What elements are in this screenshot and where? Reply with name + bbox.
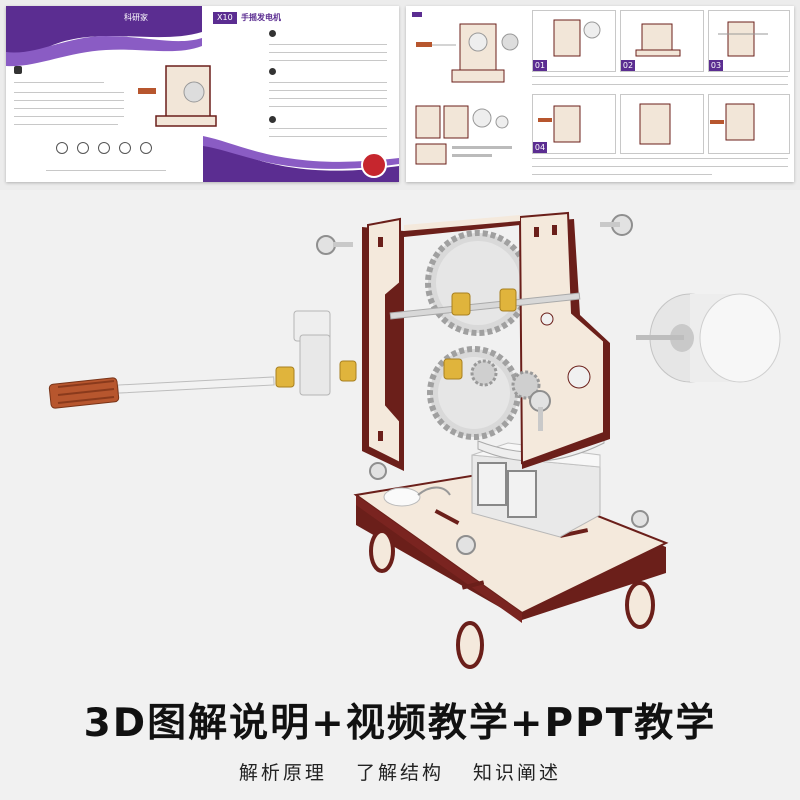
bushing (499, 288, 517, 312)
step-panel: 03 (708, 10, 790, 72)
bushing (339, 360, 357, 382)
bushing (443, 358, 463, 380)
sub-headline: 解析原理 了解结构 知识阐述 (0, 758, 800, 785)
sub-headline-item: 解析原理 (238, 762, 327, 784)
step-number: 03 (709, 60, 723, 71)
step-panel (620, 94, 704, 154)
bushing (275, 366, 295, 388)
feature-icons-row (56, 142, 152, 158)
step-panel: 01 (532, 10, 616, 72)
step-panel: 04 (532, 94, 616, 154)
step-number: 01 (533, 60, 547, 71)
screw (529, 390, 551, 431)
feature-icon (98, 142, 110, 154)
axle-upper (389, 292, 581, 320)
bushing (451, 292, 471, 316)
warning-icon (269, 68, 276, 75)
manual-page-cover: 科研家 (6, 6, 217, 182)
manual-preview-strip: 科研家 (0, 0, 800, 190)
manual-sheet-left: 科研家 (6, 6, 399, 182)
top-board (404, 215, 520, 237)
second-gear (427, 346, 521, 440)
sub-headline-item: 知识阐述 (473, 762, 562, 784)
small-gear (470, 359, 498, 387)
crank-rod (117, 376, 275, 394)
screw (456, 535, 476, 555)
feature-icon (119, 142, 131, 154)
dc-motor (636, 293, 781, 383)
wheel (456, 621, 484, 669)
parts-layout-thumbnail (415, 105, 512, 165)
screw (631, 510, 649, 528)
step-number: 04 (533, 142, 547, 153)
feature-icon (77, 142, 89, 154)
wheel (369, 529, 395, 573)
crank-arm (293, 310, 331, 396)
question-icon (269, 116, 276, 123)
exploded-diagram-thumbnail (416, 23, 519, 83)
manual-sheet-right: 01 02 03 04 (406, 6, 794, 182)
led-bulb (383, 486, 451, 507)
feature-icon (140, 142, 152, 154)
exploded-kit-illustration (48, 211, 781, 669)
base-board (353, 471, 669, 623)
crank-handle (48, 377, 120, 409)
screw (369, 462, 387, 480)
section-tag (412, 12, 422, 17)
sub-headline-item: 了解结构 (355, 762, 444, 784)
info-icon (269, 30, 276, 37)
large-gear (425, 230, 531, 336)
model-badge-text: X10 (217, 13, 233, 22)
feature-icon (56, 142, 68, 154)
cover-wave-graphic (6, 6, 202, 67)
manual-product-thumbnail (138, 65, 217, 127)
model-badge: X10 (213, 12, 237, 24)
step-panel: 02 (620, 10, 704, 72)
brand-seal-icon (361, 152, 387, 178)
screw (316, 235, 353, 255)
main-headline: 3D图解说明+视频教学+PPT教学 (83, 701, 717, 746)
frame-panel-left (362, 217, 404, 471)
small-gear (511, 370, 541, 400)
screw (600, 214, 633, 236)
manual-page-notes: X10 手摇发电机 (203, 6, 399, 182)
product-title: 手摇发电机 (241, 13, 281, 22)
wheel (625, 581, 655, 629)
step-number: 02 (621, 60, 635, 71)
step-panel (708, 94, 790, 154)
wrench-icon (14, 66, 22, 74)
manual-brand-label: 科研家 (124, 13, 148, 22)
frame-panel-right (518, 211, 610, 469)
